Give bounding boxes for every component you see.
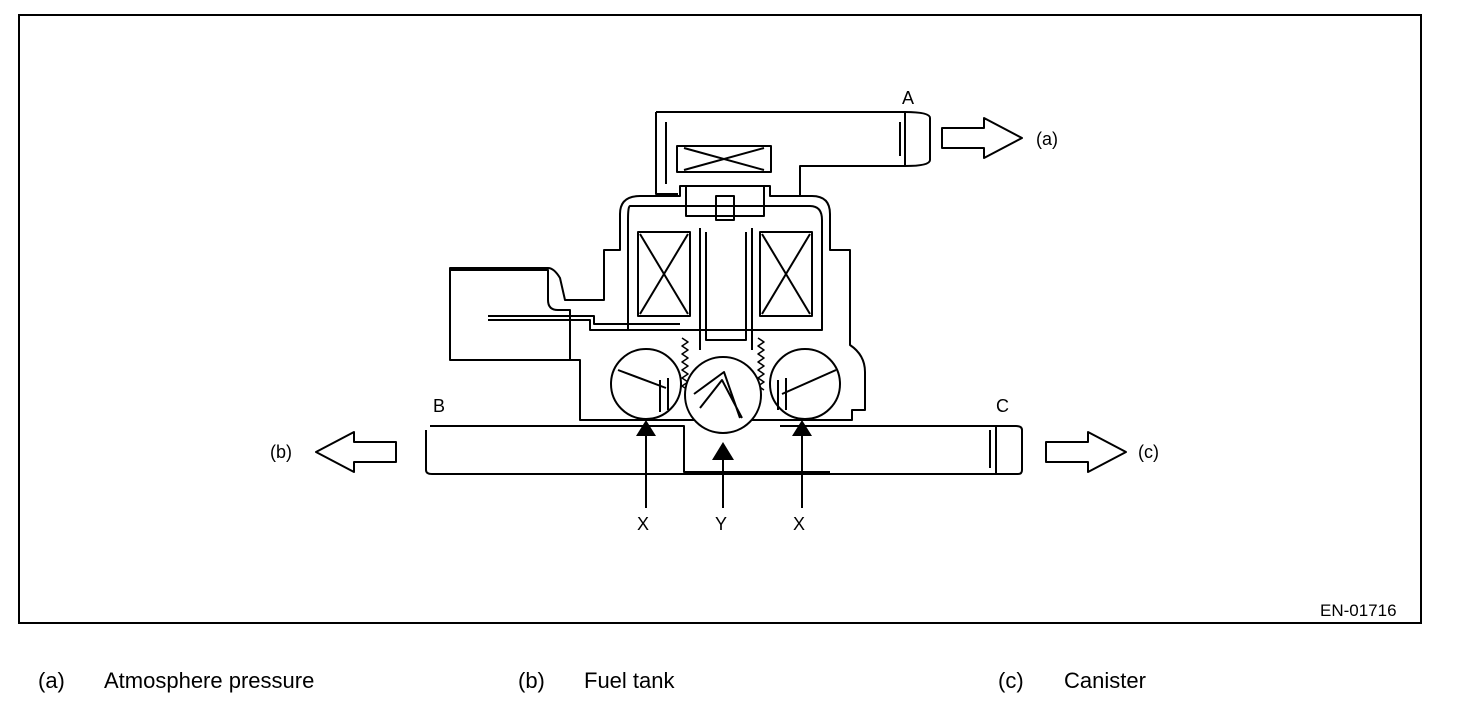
right-coil [759, 231, 813, 317]
marker-x-left [636, 420, 656, 436]
port-label-c: C [996, 396, 1009, 416]
top-pipe-a [655, 111, 931, 197]
legend-text: Fuel tank [584, 668, 675, 693]
bottom-pipe [425, 425, 1023, 475]
legend-text: Atmosphere pressure [104, 668, 315, 693]
left-coil [637, 231, 691, 317]
arrow-a [941, 117, 1023, 159]
valve-x-left [610, 348, 682, 420]
callout-x-right: X [793, 514, 805, 534]
legend-key: (c) [998, 668, 1024, 693]
valve-y-center [684, 356, 762, 434]
marker-y [712, 442, 734, 460]
port-label-a: A [902, 88, 914, 108]
right-spring [757, 337, 765, 391]
electrical-connector [488, 315, 680, 331]
flow-label-c: (c) [1138, 442, 1159, 462]
valve-x-right [769, 348, 841, 420]
valve-body [449, 185, 866, 421]
arrow-b [315, 431, 397, 473]
legend-key: (a) [38, 668, 65, 693]
callout-x-left: X [637, 514, 649, 534]
top-diaphragm [676, 145, 772, 173]
figure-code: EN-01716 [1320, 601, 1397, 620]
callout-y: Y [715, 514, 727, 534]
legend-key: (b) [518, 668, 545, 693]
flow-label-b: (b) [270, 442, 292, 462]
legend-text: Canister [1064, 668, 1146, 693]
flow-label-a: (a) [1036, 129, 1058, 149]
marker-x-right [792, 420, 812, 436]
leader-lines [645, 432, 803, 508]
port-label-b: B [433, 396, 445, 416]
figure-frame [18, 14, 1422, 624]
arrow-c [1045, 431, 1127, 473]
legend: (a) Atmosphere pressure (b) Fuel tank (c… [0, 668, 1472, 698]
